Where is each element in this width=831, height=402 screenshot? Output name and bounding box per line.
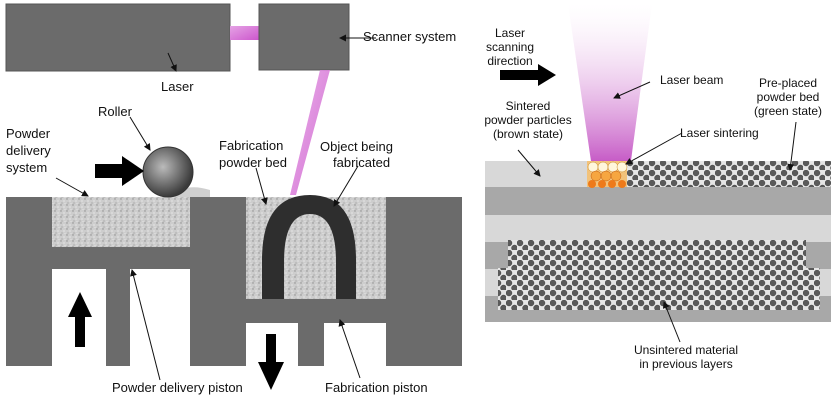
scanning-direction-arrow: [500, 64, 556, 86]
label-sintered-1: Sintered: [506, 99, 551, 113]
right-labels: Laser scanning direction Laser beam Pre-…: [484, 26, 822, 371]
delivery-piston-plate: [52, 247, 190, 269]
label-object-2: fabricated: [333, 155, 390, 170]
label-pre-placed-2: powder bed: [757, 90, 820, 104]
delivery-powder: [52, 197, 190, 247]
label-scanner-system: Scanner system: [363, 29, 456, 44]
label-pre-placed-3: (green state): [754, 104, 822, 118]
label-pre-placed-1: Pre-placed: [759, 76, 817, 90]
left-wall: [6, 197, 52, 366]
label-object-1: Object being: [320, 139, 393, 154]
powder-pile: [170, 187, 210, 197]
label-scan-dir-2: scanning: [486, 40, 534, 54]
label-fab-bed-2: powder bed: [219, 155, 287, 170]
label-unsintered-2: in previous layers: [639, 357, 732, 371]
label-sintered-3: (brown state): [493, 127, 563, 141]
label-fab-bed-1: Fabrication: [219, 138, 283, 153]
label-laser-sintering: Laser sintering: [680, 126, 759, 140]
label-roller: Roller: [98, 104, 133, 119]
layer-band-2: [485, 215, 831, 242]
right-wall: [386, 197, 462, 366]
fabrication-piston-rod: [298, 323, 324, 366]
label-fabrication-piston: Fabrication piston: [325, 380, 428, 395]
label-powder-delivery-1: Powder: [6, 126, 51, 141]
scanner-box: [258, 3, 350, 71]
laser-beam-cone: [568, 4, 652, 168]
unsintered-material: [498, 240, 820, 310]
label-laser: Laser: [161, 79, 194, 94]
label-delivery-piston: Powder delivery piston: [112, 380, 243, 395]
roller: [142, 146, 194, 198]
up-arrow: [68, 292, 92, 347]
pre-placed-powder: [627, 161, 831, 187]
laser-beam-diagonal: [290, 70, 330, 195]
delivery-piston-rod: [106, 269, 130, 366]
sintering-zone: [587, 161, 628, 188]
right-detail: [485, 4, 831, 322]
laser-beam-horizontal: [230, 26, 260, 40]
layer-sintered-top: [485, 161, 587, 187]
fabricated-object: [262, 195, 356, 299]
roller-direction-arrow: [95, 156, 144, 186]
label-unsintered-1: Unsintered material: [634, 343, 738, 357]
middle-wall: [190, 197, 246, 366]
left-leaders: [55, 34, 376, 381]
left-machine: [5, 3, 462, 390]
laser-box: [5, 3, 231, 72]
fabrication-piston-plate: [246, 299, 386, 323]
label-scan-dir-3: direction: [487, 54, 532, 68]
down-arrow: [258, 334, 284, 390]
right-leaders: [517, 81, 797, 343]
left-labels: Laser Scanner system Roller Powder deliv…: [6, 29, 456, 395]
label-sintered-2: powder particles: [484, 113, 571, 127]
label-powder-delivery-2: delivery: [6, 143, 51, 158]
label-scan-dir-1: Laser: [495, 26, 525, 40]
layer-band-1: [485, 187, 831, 215]
label-laser-beam: Laser beam: [660, 73, 723, 87]
label-powder-delivery-3: system: [6, 160, 47, 175]
